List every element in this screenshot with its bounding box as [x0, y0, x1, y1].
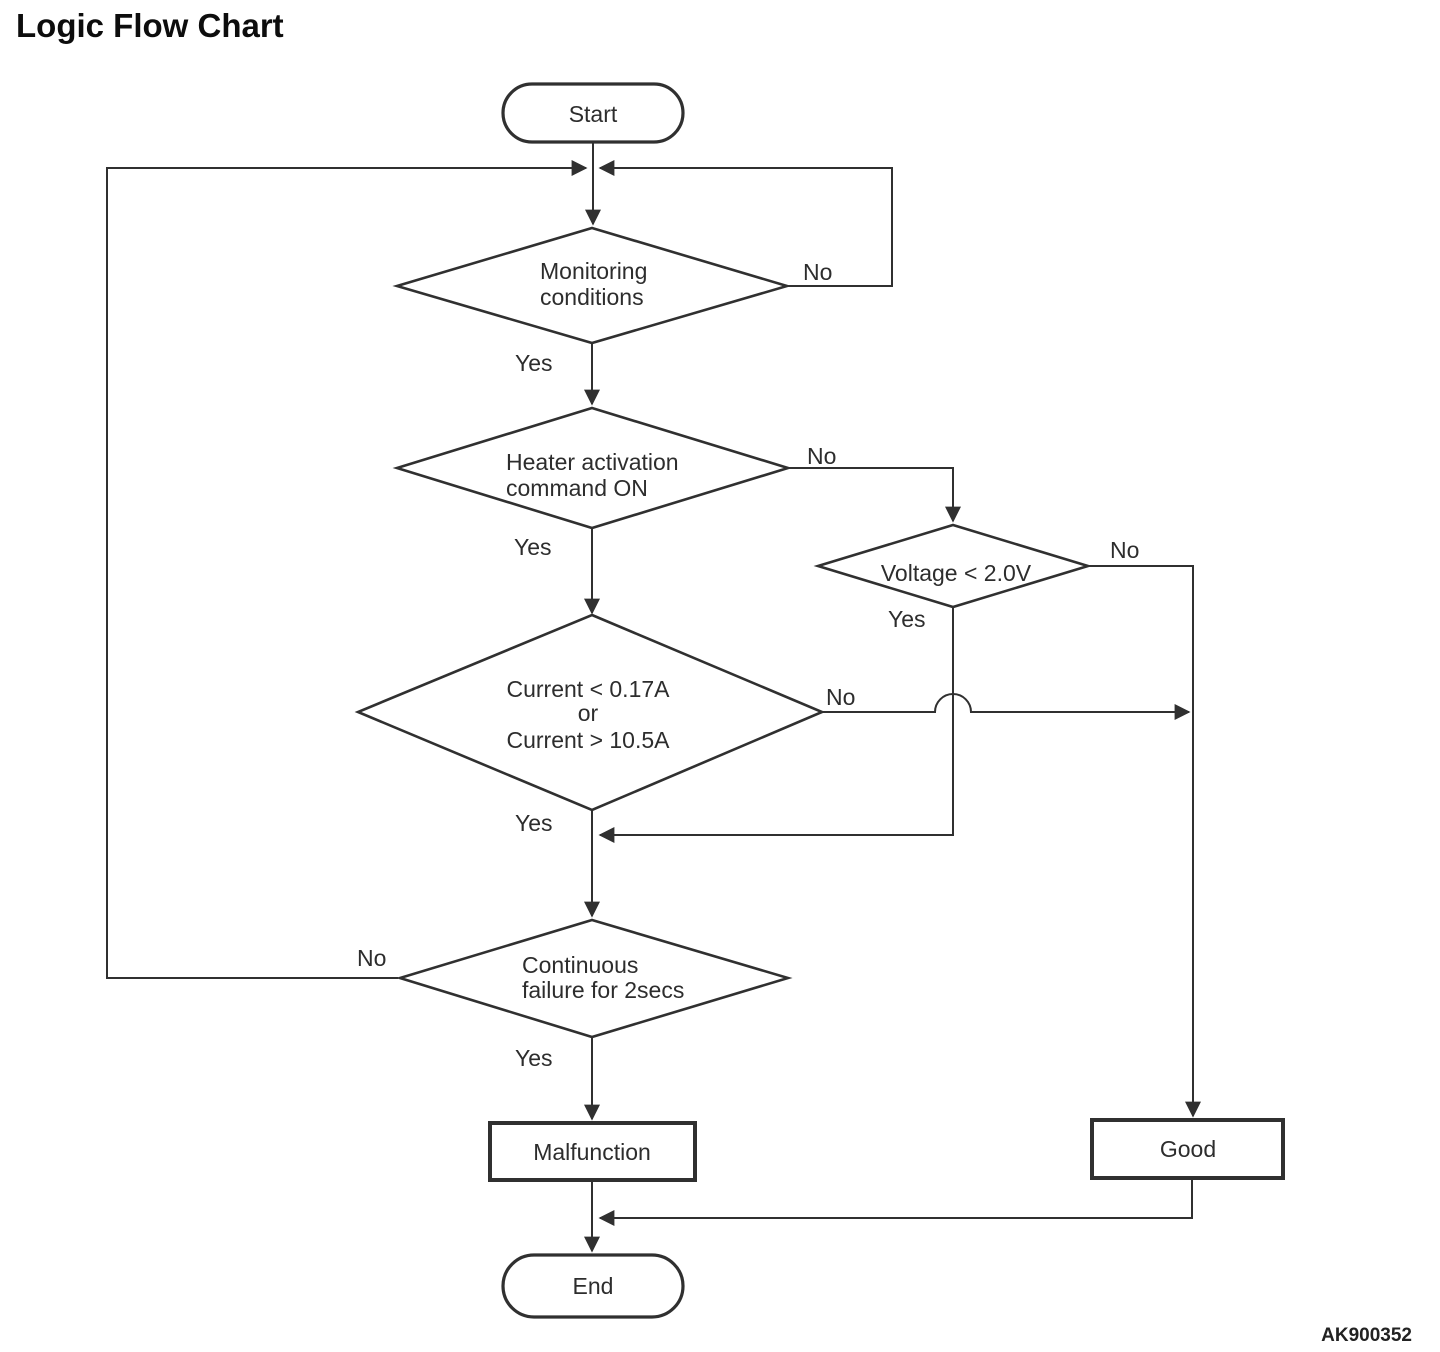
- edge-continuous-no-loop: [106, 160, 588, 979]
- end-terminator-shape: [501, 1253, 685, 1319]
- monitoring-diamond-shape: [392, 226, 792, 345]
- monitoring-label-line1: Monitoring: [540, 258, 647, 284]
- label-current-no: No: [826, 684, 855, 710]
- edge-heater-no: [788, 467, 961, 523]
- malfunction-box-shape: [488, 1121, 697, 1182]
- node-good: Good: [1090, 1118, 1285, 1180]
- label-monitoring-yes: Yes: [515, 350, 553, 376]
- voltage-label: Voltage < 2.0V: [881, 560, 1032, 586]
- label-voltage-yes: Yes: [888, 606, 926, 632]
- label-monitoring-no: No: [803, 259, 832, 285]
- edge-voltage-yes: [598, 607, 954, 843]
- heater-label-line1: Heater activation: [506, 449, 679, 475]
- start-terminator-shape: [501, 82, 685, 144]
- label-heater-yes: Yes: [514, 534, 552, 560]
- start-label: Start: [569, 101, 618, 127]
- current-diamond-shape: [354, 613, 826, 812]
- node-heater-activation: Heater activation command ON: [392, 406, 793, 530]
- node-current-check: Current < 0.17A or Current > 10.5A: [354, 613, 826, 812]
- edge-current-no: [822, 693, 1191, 720]
- node-continuous-failure: Continuous failure for 2secs: [395, 918, 793, 1039]
- good-box-shape: [1090, 1118, 1285, 1180]
- label-continuous-yes: Yes: [515, 1045, 553, 1071]
- end-label: End: [573, 1273, 614, 1299]
- edge-good-to-end: [598, 1178, 1193, 1226]
- page-title: Logic Flow Chart: [16, 7, 284, 44]
- node-malfunction: Malfunction: [488, 1121, 697, 1182]
- malfunction-label: Malfunction: [533, 1139, 651, 1165]
- label-heater-no: No: [807, 443, 836, 469]
- node-voltage-check: Voltage < 2.0V: [813, 523, 1093, 609]
- continuous-diamond-shape: [395, 918, 793, 1039]
- current-label-line3: Current > 10.5A: [506, 727, 670, 753]
- heater-diamond-shape: [392, 406, 793, 530]
- continuous-label-line2: failure for 2secs: [522, 977, 684, 1003]
- figure-code: AK900352: [1321, 1325, 1412, 1346]
- continuous-label-line1: Continuous: [522, 952, 638, 978]
- good-label: Good: [1160, 1136, 1216, 1162]
- edge-voltage-no: [1088, 565, 1201, 1118]
- node-start: Start: [501, 82, 685, 144]
- node-end: End: [501, 1253, 685, 1319]
- label-continuous-no: No: [357, 945, 386, 971]
- monitoring-label-line2: conditions: [540, 284, 644, 310]
- node-monitoring-conditions: Monitoring conditions: [392, 226, 792, 345]
- voltage-diamond-shape: [813, 523, 1093, 609]
- current-label-line1: Current < 0.17A: [506, 676, 670, 702]
- heater-label-line2: command ON: [506, 475, 648, 501]
- label-current-yes: Yes: [515, 810, 553, 836]
- current-label-line2: or: [578, 700, 599, 726]
- label-voltage-no: No: [1110, 537, 1139, 563]
- edge-monitoring-no-loop: [598, 160, 893, 287]
